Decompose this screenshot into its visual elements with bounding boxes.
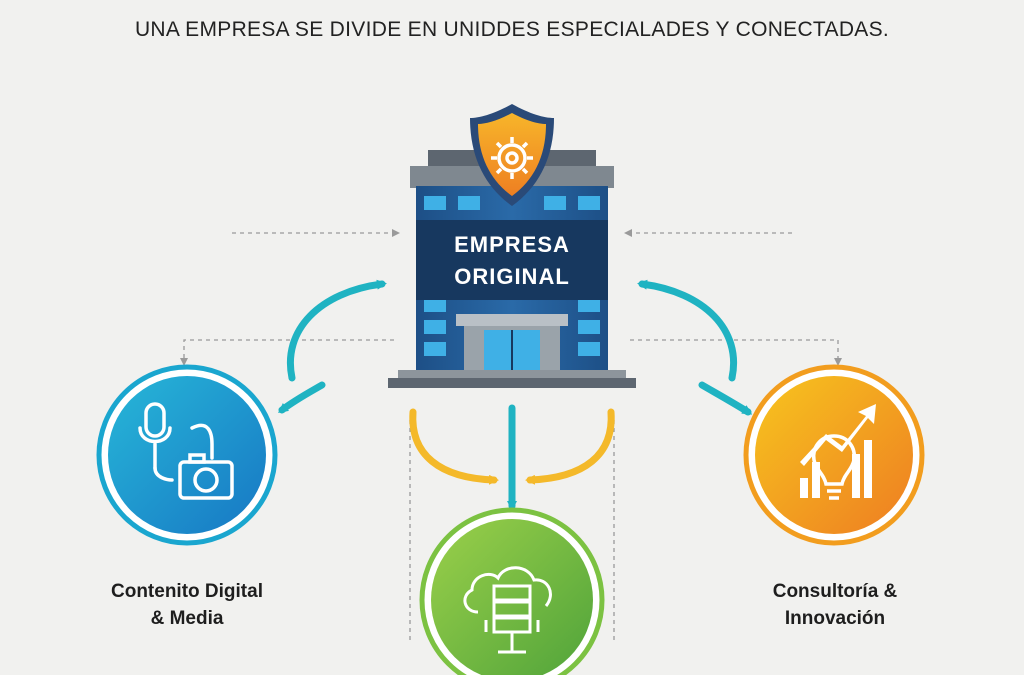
microphone-icon	[138, 402, 174, 482]
arrow-left-up	[287, 279, 387, 382]
node-cloud-tech	[419, 507, 605, 675]
node-digital-media	[96, 364, 278, 546]
lightbulb-icon	[811, 434, 857, 500]
arrow-yellow-left	[409, 408, 499, 485]
dashed-line-right-mid	[630, 339, 842, 366]
page-subtitle: UNA EMPRESA SE DIVIDE EN UNIDDES ESPECIA…	[134, 18, 890, 41]
arrow-left-down	[278, 381, 326, 414]
cloud-server-icon	[463, 566, 552, 654]
growth-chart-icon	[800, 404, 876, 498]
node-label-line: Contenito Digital	[111, 581, 263, 602]
center-label-line2: ORIGINAL	[454, 264, 570, 289]
arrow-yellow-right	[525, 408, 615, 485]
node-label-line: & Media	[150, 608, 224, 629]
dashed-line-left-mid	[180, 339, 394, 366]
node-consulting-innovation	[743, 364, 925, 546]
gear-shield-icon	[470, 104, 554, 206]
node-label-line: Innovación	[784, 608, 886, 629]
camera-icon	[178, 423, 234, 500]
dashed-connectors	[180, 229, 842, 640]
node-label-line: Consultoría &	[772, 581, 898, 602]
arrow-right-up	[637, 279, 737, 382]
teal-arrows	[278, 279, 753, 511]
node-label-digital-media: Contenito Digital & Media	[72, 578, 302, 632]
arrow-right-down	[698, 381, 753, 416]
yellow-arrows	[409, 408, 615, 485]
center-label-line1: EMPRESA	[454, 232, 570, 257]
node-label-consulting: Consultoría & Innovación	[720, 578, 950, 632]
building-sign	[416, 220, 608, 300]
